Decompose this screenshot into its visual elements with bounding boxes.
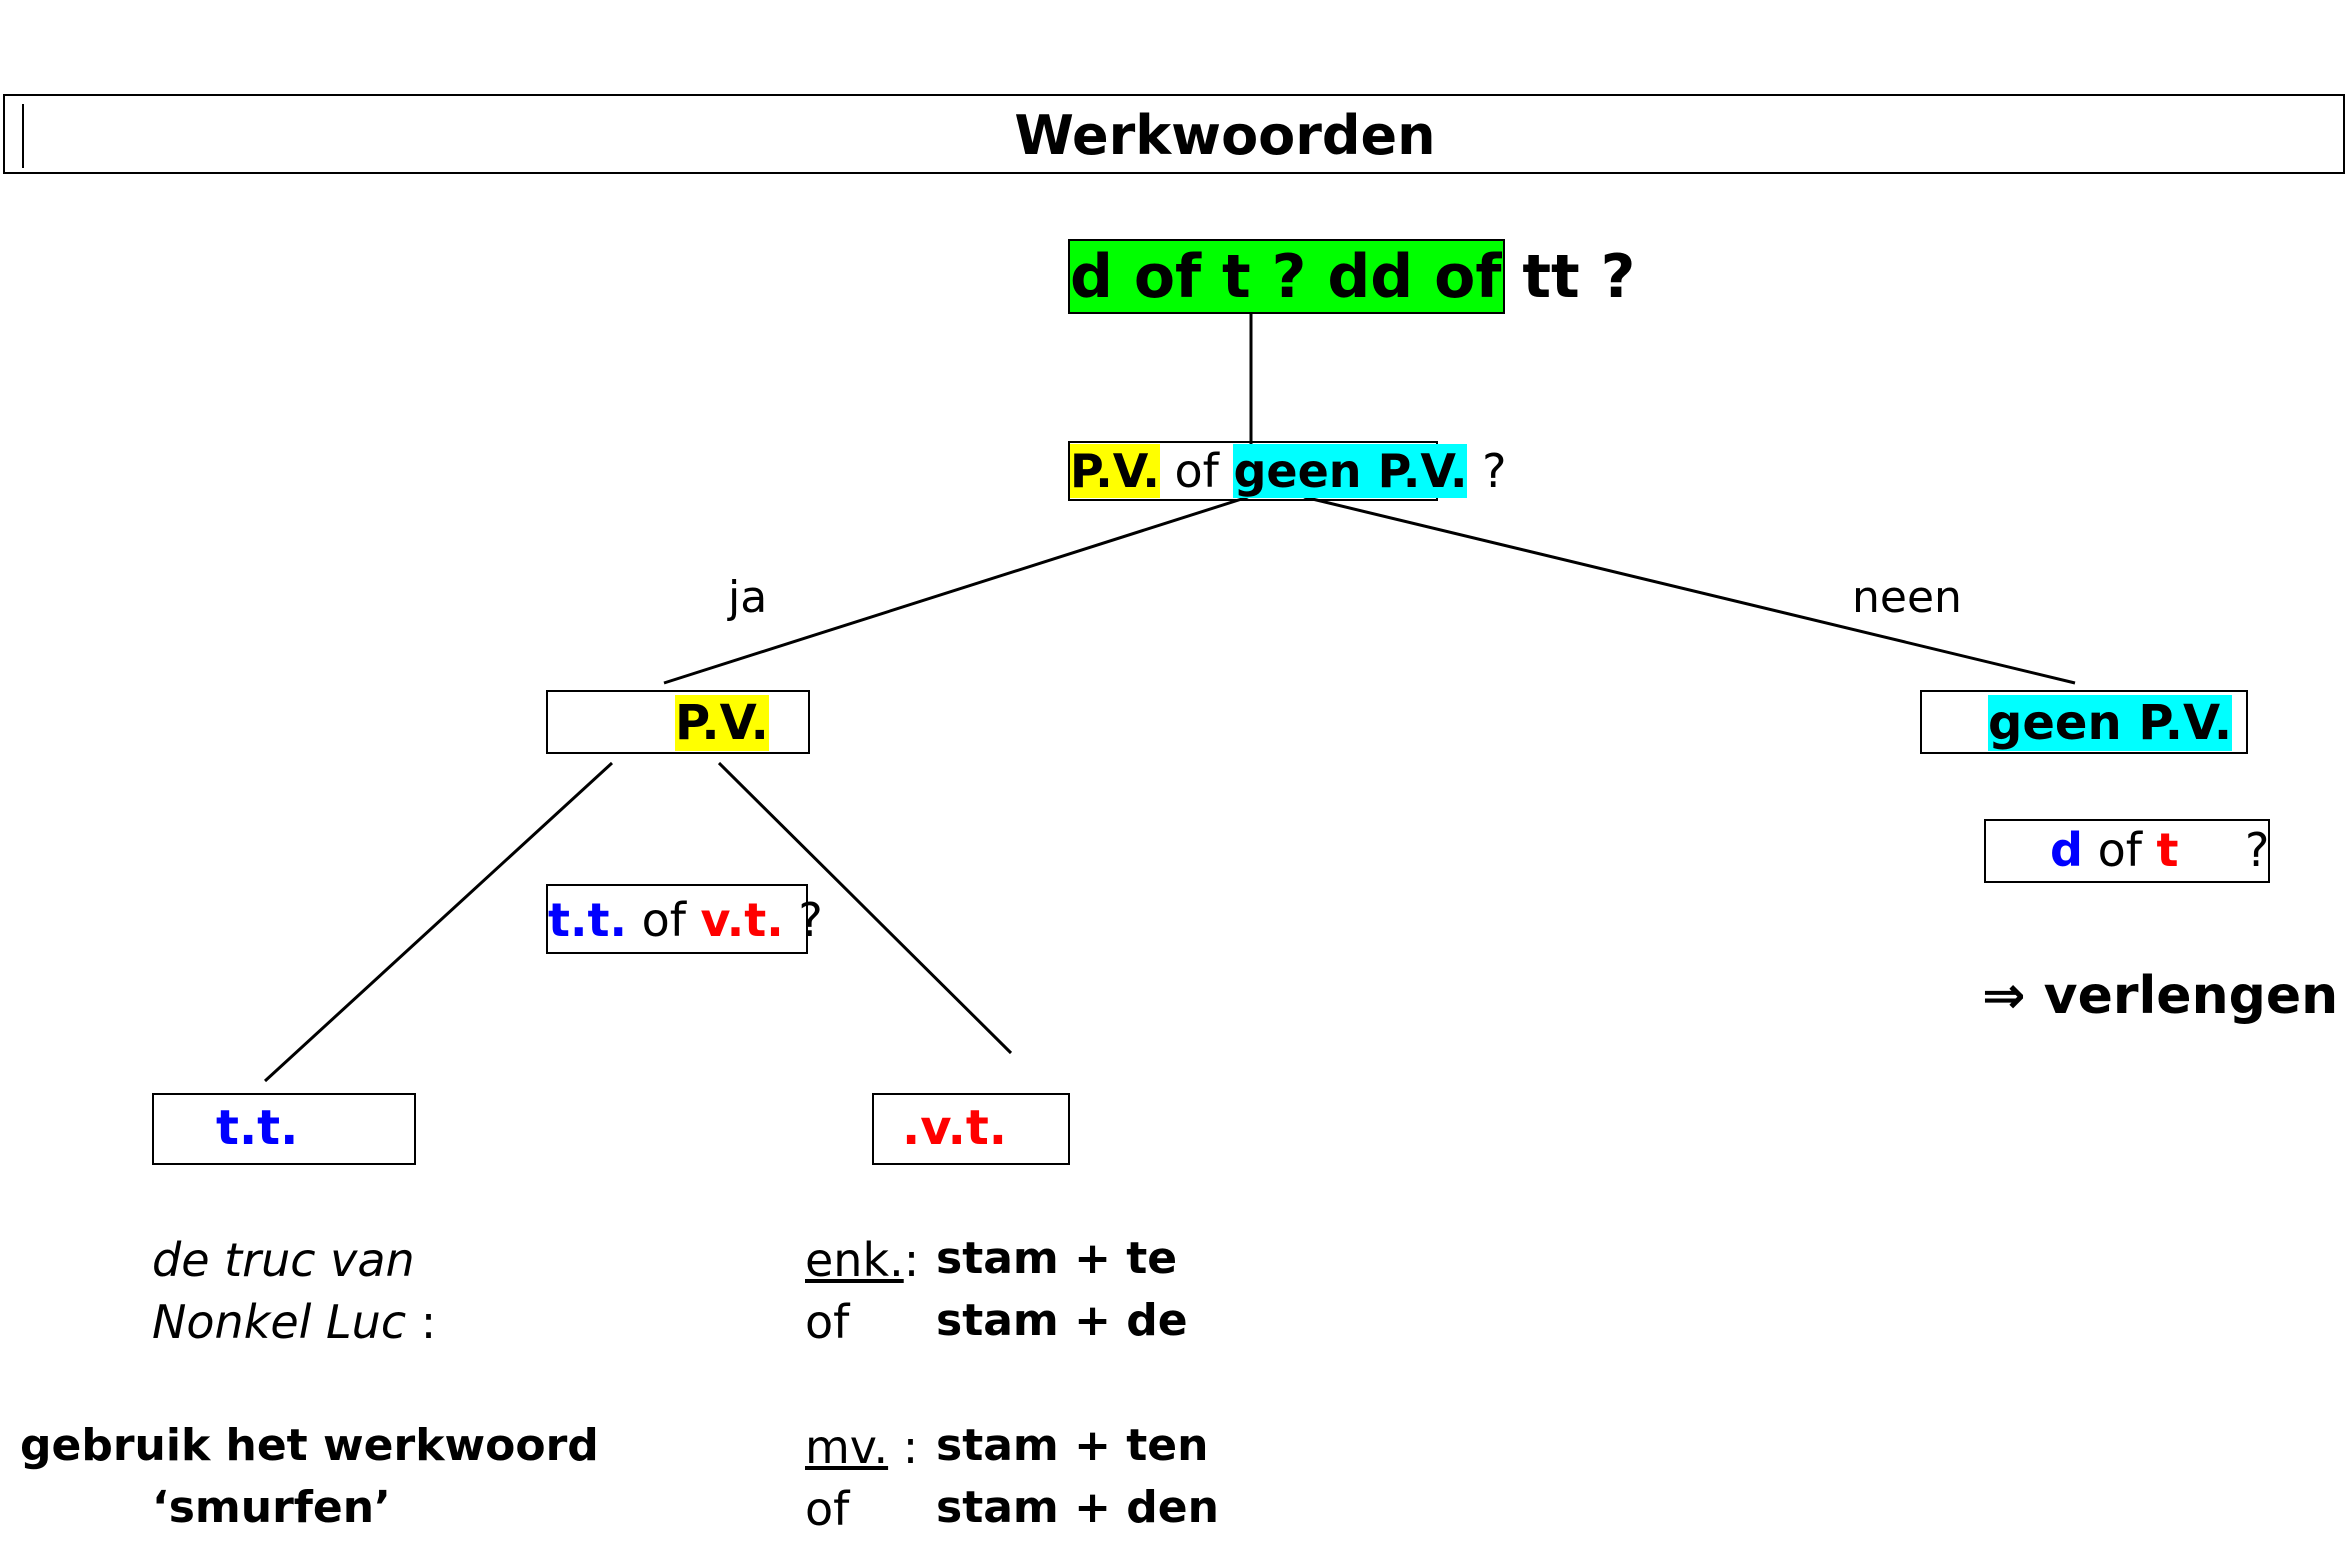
title-frame <box>3 94 2345 174</box>
enk-label: enk.: <box>805 1233 919 1287</box>
tt-node-box <box>152 1093 416 1165</box>
page-title: Werkwoorden <box>1014 104 1436 167</box>
pv-question-mark: ? <box>1482 444 1507 498</box>
pv-node-text: P.V. <box>675 695 769 751</box>
connector-pv-vt <box>717 761 1013 1055</box>
d-or-t-box <box>1984 819 2270 883</box>
tense-question-of: of <box>641 893 686 947</box>
enk-alt-rule: stam + de <box>936 1295 1188 1346</box>
truc-line-2: Nonkel Luc : <box>152 1295 436 1349</box>
title-frame-marker <box>22 104 24 168</box>
root-question-box <box>1068 239 1505 314</box>
d-letter: d <box>2050 823 2083 877</box>
verlengen-instruction: ⇒ verlengen ! <box>1982 966 2347 1026</box>
branch-label-yes: ja <box>728 572 768 623</box>
mv-label: mv. : <box>805 1420 918 1474</box>
mv-alt-rule: stam + den <box>936 1482 1219 1533</box>
pv-question: P.V. of geen P.V. ? <box>1070 444 1507 498</box>
pv-node-box <box>546 690 810 754</box>
branch-label-no: neen <box>1852 572 1962 623</box>
tense-question: t.t. of v.t. ? <box>548 893 823 947</box>
pv-question-of: of <box>1174 444 1219 498</box>
root-question: d of t ? dd of tt ? <box>1070 242 1636 312</box>
connector-level1-geen-pv <box>1303 495 2076 685</box>
geen-pv-node-label: geen P.V. <box>1988 695 2233 751</box>
enk-colon: : <box>903 1233 920 1287</box>
enk-of: of <box>805 1295 850 1349</box>
enk-rule: stam + te <box>936 1233 1178 1284</box>
d-or-t-question: d of t <box>2050 823 2179 877</box>
pv-highlight: P.V. <box>1070 444 1160 498</box>
mv-rule: stam + ten <box>936 1420 1209 1471</box>
mv-colon: : <box>888 1420 919 1474</box>
vt-node-label: .v.t. <box>902 1100 1008 1156</box>
mv-label-text: mv. <box>805 1420 889 1474</box>
tt-abbrev: t.t. <box>548 893 627 947</box>
truc-colon: : <box>406 1295 437 1349</box>
t-letter: t <box>2156 823 2179 877</box>
d-or-t-question-mark: ? <box>2245 823 2270 877</box>
smurfen-line-2: ‘smurfen’ <box>152 1482 391 1533</box>
enk-label-text: enk. <box>805 1233 904 1287</box>
pv-node-label: P.V. <box>675 695 769 751</box>
connector-pv-tt <box>263 761 614 1083</box>
vt-abbrev: v.t. <box>700 893 784 947</box>
mv-of: of <box>805 1482 850 1536</box>
vt-node-box <box>872 1093 1070 1165</box>
smurfen-line-1: gebruik het werkwoord <box>20 1420 599 1471</box>
truc-line-1: de truc van <box>152 1233 415 1287</box>
d-or-t-of: of <box>2097 823 2142 877</box>
truc-name: Nonkel Luc <box>152 1295 407 1349</box>
connector-level1-pv <box>663 495 1249 685</box>
tense-question-mark: ? <box>798 893 823 947</box>
geen-pv-node-box <box>1920 690 2248 754</box>
geen-pv-node-text: geen P.V. <box>1988 695 2233 751</box>
tense-question-box <box>546 884 808 954</box>
geen-pv-highlight: geen P.V. <box>1233 444 1468 498</box>
tt-node-label: t.t. <box>216 1100 299 1156</box>
